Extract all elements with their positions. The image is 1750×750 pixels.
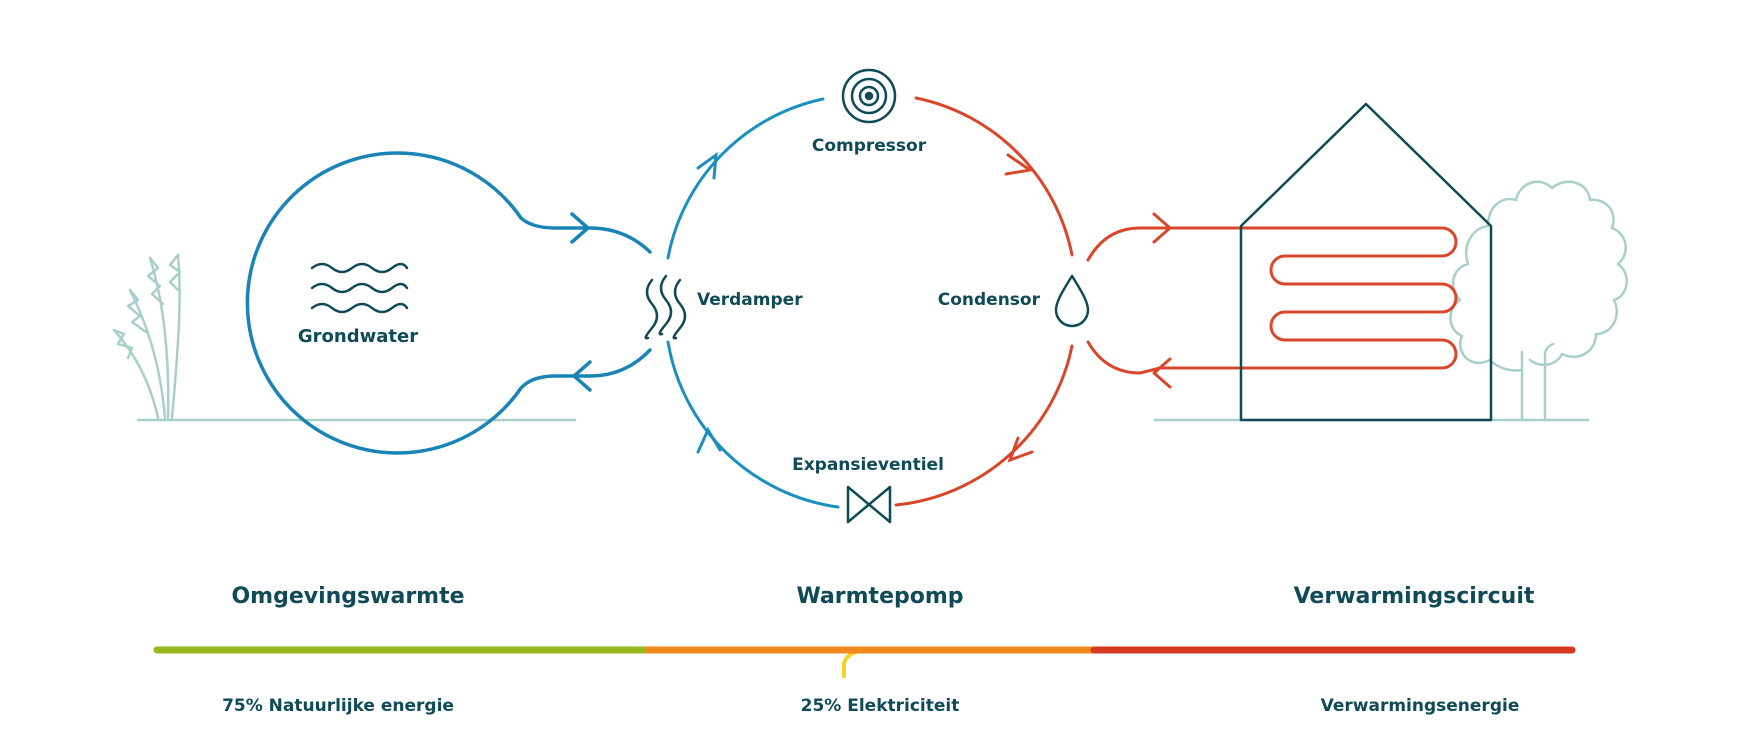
heat-pump-cycle bbox=[666, 96, 1074, 509]
electric-input-line bbox=[842, 648, 868, 678]
heating-pipes bbox=[1086, 212, 1458, 389]
arrow-left-icon bbox=[1152, 357, 1172, 389]
cycle-arc-top-right bbox=[914, 96, 1074, 257]
compressor-label: Compressor bbox=[812, 136, 927, 156]
section-ambient-title: Omgevingswarmte bbox=[231, 584, 464, 609]
cycle-arc-bottom-right bbox=[894, 344, 1074, 507]
expansion-valve-label: Expansieventiel bbox=[792, 455, 944, 475]
cycle-arc-bottom-left bbox=[666, 340, 840, 509]
arrow-left-icon bbox=[571, 360, 592, 392]
groundwater-label: Grondwater bbox=[298, 326, 418, 347]
arrow-up-icon bbox=[696, 426, 722, 454]
cycle-arc-top-left bbox=[666, 97, 825, 260]
arrow-down-icon bbox=[1007, 436, 1034, 463]
ground-loop-circle bbox=[245, 151, 523, 455]
heating-supply-pipe bbox=[1086, 226, 1458, 375]
condenser-label: Condensor bbox=[938, 290, 1041, 310]
ground-loop-bottom-pipe bbox=[519, 348, 652, 390]
ground-loop bbox=[245, 151, 652, 455]
tree-icon bbox=[1449, 180, 1628, 420]
arrow-right-icon bbox=[1152, 212, 1172, 244]
ground-loop-top-pipe bbox=[519, 216, 652, 254]
energy-electric-label: 25% Elektriciteit bbox=[801, 696, 960, 716]
arrow-up-icon bbox=[696, 151, 718, 180]
house-icon bbox=[1239, 102, 1493, 422]
droplet-icon bbox=[1054, 274, 1090, 328]
scenery bbox=[112, 180, 1628, 422]
energy-heating-label: Verwarmingsenergie bbox=[1321, 696, 1520, 716]
grass-icon bbox=[112, 253, 182, 420]
section-heatpump-title: Warmtepomp bbox=[796, 584, 963, 609]
section-heating-title: Verwarmingscircuit bbox=[1294, 584, 1535, 609]
evaporator-label: Verdamper bbox=[697, 290, 803, 310]
bowtie-valve-icon bbox=[846, 485, 892, 524]
water-waves-icon bbox=[310, 262, 409, 314]
arrow-down-icon bbox=[1004, 153, 1034, 176]
concentric-circles-icon bbox=[841, 68, 897, 124]
arrow-right-icon bbox=[570, 212, 591, 244]
energy-bar bbox=[153, 646, 1576, 678]
heat-waves-icon bbox=[644, 274, 687, 340]
energy-natural-label: 75% Natuurlijke energie bbox=[222, 696, 454, 716]
